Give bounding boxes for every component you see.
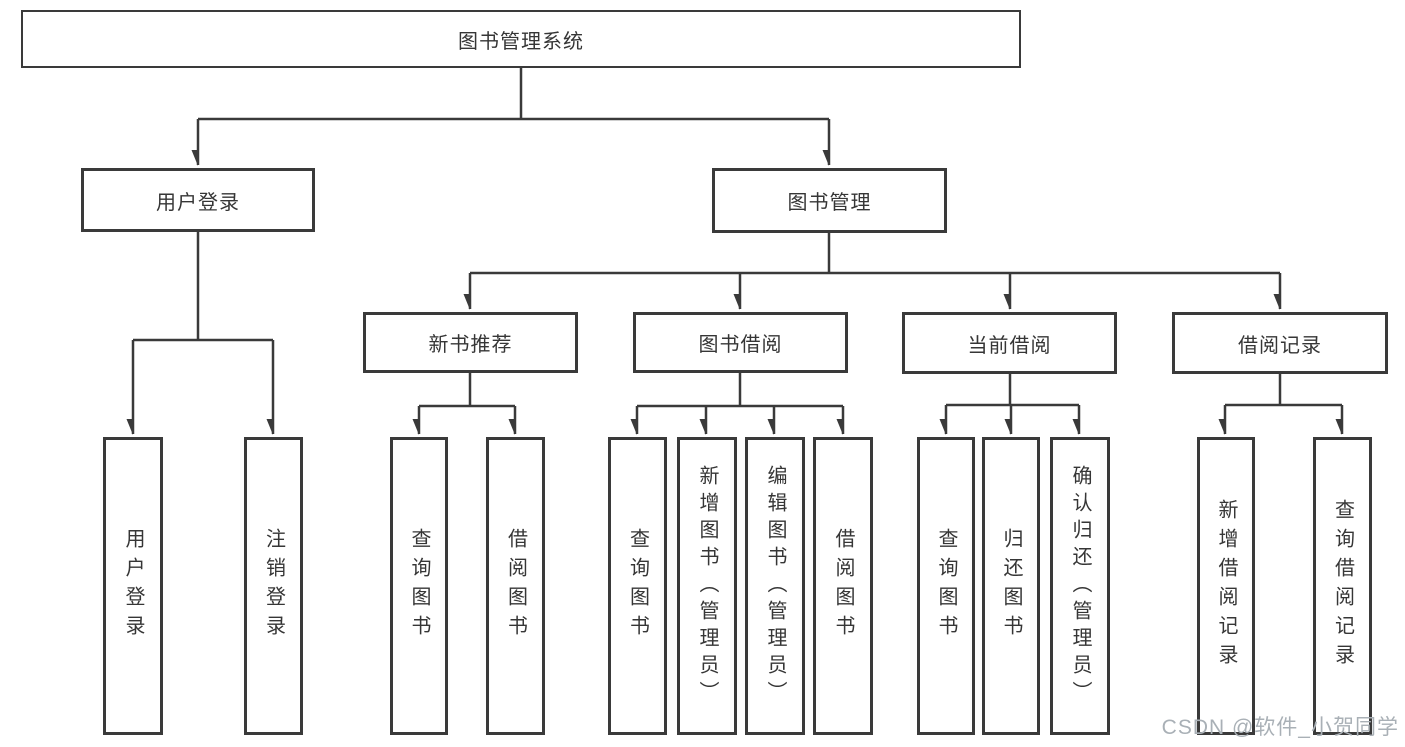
- node-user-login: 用户登录: [81, 168, 315, 232]
- leaf-add-borrow-record: 新增借阅记录: [1197, 437, 1255, 735]
- leaf-query-books-1: 查询图书: [390, 437, 448, 735]
- connector-new-book-split: [419, 373, 515, 408]
- node-book-borrow: 图书借阅: [633, 312, 848, 373]
- csdn-watermark: CSDN @软件_小贺同学: [1161, 716, 1399, 739]
- leaf-query-borrow-record: 查询借阅记录: [1313, 437, 1372, 735]
- connector-borrow-record-split: [1225, 374, 1342, 407]
- connector-current-borrow-split: [946, 374, 1079, 407]
- leaf-add-books-admin: 新增图书（管理员）: [677, 437, 737, 735]
- leaf-logout: 注销登录: [244, 437, 303, 735]
- leaf-confirm-return-admin: 确认归还（管理员）: [1050, 437, 1110, 735]
- connector-user-login-split: [133, 232, 273, 342]
- leaf-query-books-3: 查询图书: [917, 437, 975, 735]
- node-root-system: 图书管理系统: [21, 10, 1021, 68]
- leaf-borrow-books-2: 借阅图书: [813, 437, 873, 735]
- leaf-query-books-2: 查询图书: [608, 437, 667, 735]
- leaf-borrow-books-1: 借阅图书: [486, 437, 545, 735]
- node-borrow-record: 借阅记录: [1172, 312, 1388, 374]
- leaf-user-login: 用户登录: [103, 437, 163, 735]
- leaf-return-books: 归还图书: [982, 437, 1040, 735]
- connector-book-mgmt-split: [470, 233, 1280, 275]
- connector-root-split: [198, 68, 829, 121]
- leaf-edit-books-admin: 编辑图书（管理员）: [745, 437, 805, 735]
- node-current-borrow: 当前借阅: [902, 312, 1117, 374]
- node-new-book: 新书推荐: [363, 312, 578, 373]
- node-book-mgmt: 图书管理: [712, 168, 947, 233]
- connector-book-borrow-split: [637, 373, 843, 408]
